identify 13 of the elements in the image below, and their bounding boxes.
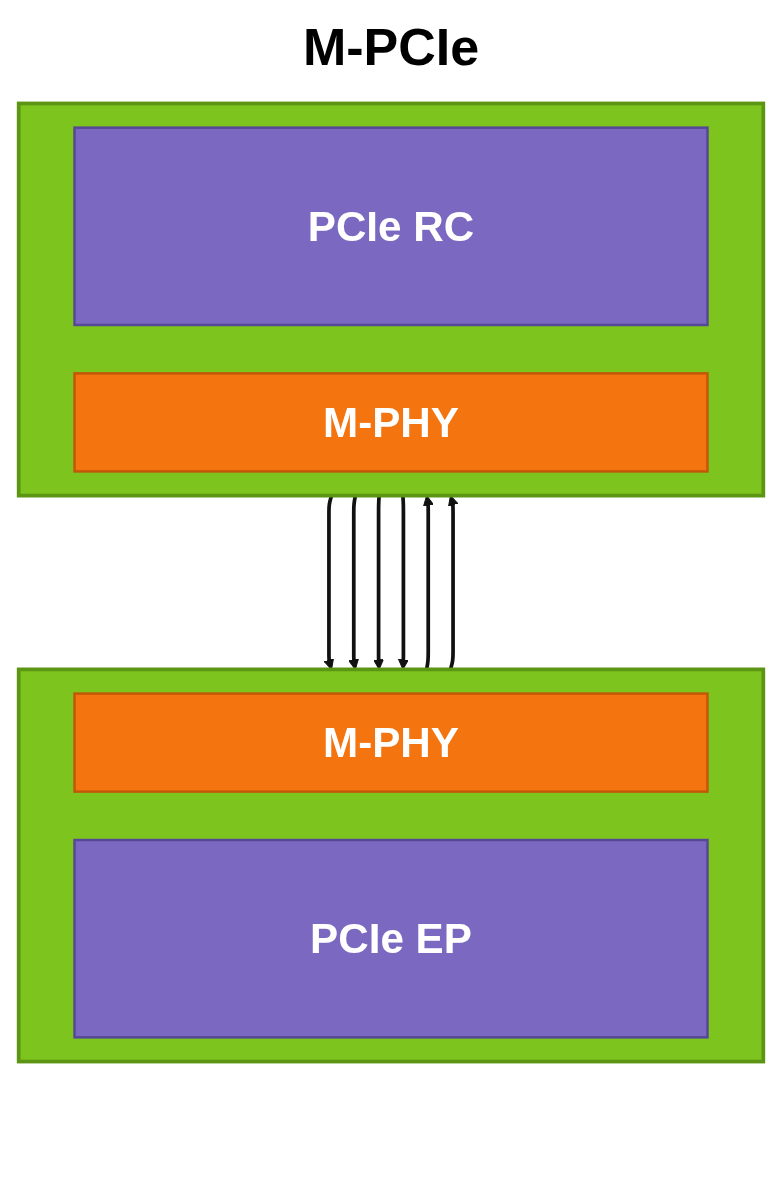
arrow [348,495,359,670]
cluster [16,101,766,498]
node-box: PCIe RC [73,126,709,327]
arrow [448,495,459,670]
node-box: M-PHY [73,372,709,473]
arrow [323,495,334,670]
node-box: PCIe EP [73,838,709,1039]
node-box: M-PHY [73,692,709,793]
arrow [398,495,409,670]
arrow [373,495,384,670]
arrow [423,495,434,670]
cluster [16,667,766,1064]
diagram-title: M-PCIe [302,19,480,77]
